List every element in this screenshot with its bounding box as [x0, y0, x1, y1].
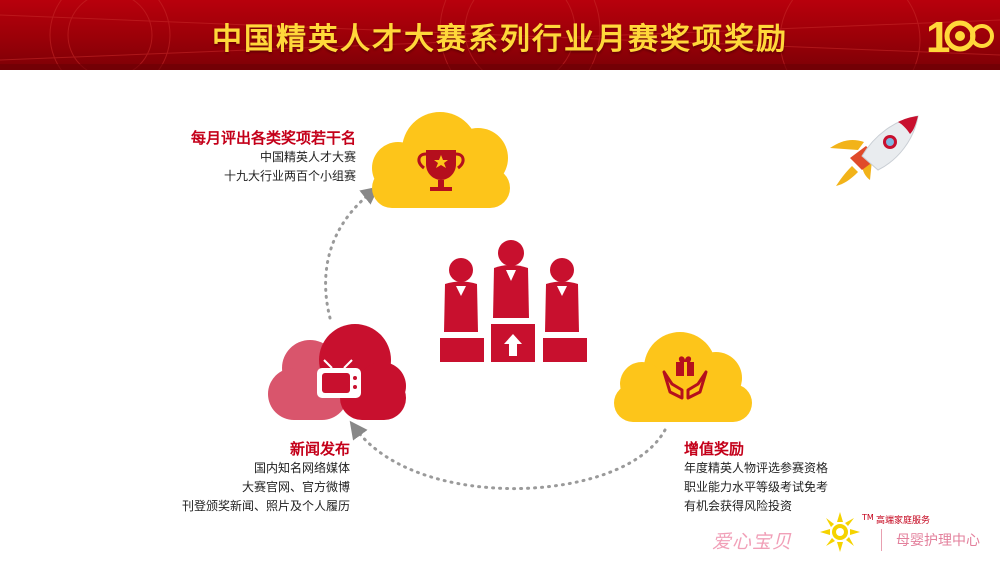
news-release-line: 刊登颁奖新闻、照片及个人履历 [181, 499, 350, 513]
news-release-line: 国内知名网络媒体 [253, 461, 350, 475]
brand-trademark: TM [862, 513, 874, 522]
rocket-icon [830, 115, 919, 186]
main-diagram [268, 112, 752, 491]
cycle-arrow-bottom [349, 420, 667, 491]
brand-service: 高端家庭服务 [876, 516, 931, 526]
value-added-text: 增值奖励 年度精英人物评选参赛资格 职业能力水平等级考试免考 有机会获得风险投资 [684, 439, 828, 516]
news-release-title: 新闻发布 [289, 440, 350, 458]
brand-center-name: 母婴护理中心 [896, 533, 980, 549]
news-release-text: 新闻发布 国内知名网络媒体 大赛官网、官方微博 刊登颁奖新闻、照片及个人履历 [182, 439, 350, 516]
header-banner: 中国精英人才大赛系列行业月赛奖项奖励 1 [0, 0, 1000, 70]
news-release-line: 大赛官网、官方微博 [241, 480, 350, 494]
brand-divider [881, 529, 882, 551]
monthly-awards-line: 中国精英人才大赛 [259, 150, 356, 164]
monthly-awards-text: 每月评出各类奖项若干名 中国精英人才大赛 十九大行业两百个小组赛 [191, 128, 356, 186]
brand-name: 爱心宝贝 [712, 531, 793, 553]
page-title: 中国精英人才大赛系列行业月赛奖项奖励 [212, 22, 788, 57]
value-added-line: 有机会获得风险投资 [684, 499, 793, 513]
monthly-awards-title: 每月评出各类奖项若干名 [190, 129, 356, 147]
tv-icon [317, 359, 361, 398]
value-added-title: 增值奖励 [684, 440, 745, 458]
monthly-awards-line: 十九大行业两百个小组赛 [223, 169, 356, 183]
cycle-arrow-left [324, 186, 380, 320]
cloud-trophy [372, 112, 510, 208]
gift-hands-icon [662, 356, 708, 400]
sun-logo-icon [820, 512, 860, 552]
value-added-line: 年度精英人物评选参赛资格 [684, 461, 829, 475]
value-added-line: 职业能力水平等级考试免考 [684, 480, 829, 494]
cloud-tv [268, 324, 406, 420]
podium-people-icon [440, 240, 587, 362]
trophy-icon [417, 150, 465, 191]
anniversary-logo-icon: 1 [926, 13, 994, 62]
header-decoration [0, 0, 1000, 70]
cloud-gift [614, 332, 752, 422]
